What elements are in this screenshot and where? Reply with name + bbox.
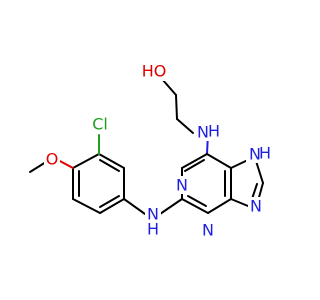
bond-c2-nh-bottom — [159, 198, 183, 215]
bond-c5-c6 — [206, 153, 232, 169]
bond-ome-ch3 — [29, 161, 47, 173]
bond-c8-n9-double — [251, 183, 258, 200]
amine-bottom-h-label: H — [147, 220, 159, 239]
bond-ar5-ar6-double — [99, 159, 120, 172]
bond-ar4-ome — [57, 159, 74, 169]
bond-ar1-ar2 — [99, 198, 125, 214]
chloro-label: Cl — [92, 115, 108, 134]
imidazole-nh-label: N — [249, 145, 261, 164]
imidazole-nh-h-label: H — [259, 144, 271, 163]
bond-ar5-ar6 — [98, 153, 125, 169]
bond-c6-n1 — [181, 153, 208, 169]
methoxy-o-label: O — [46, 150, 59, 169]
chemical-structure-diagram: HO N H N N N H N N H Cl O — [29, 61, 271, 240]
bond-c6-n1-double — [184, 159, 205, 172]
amine-top-h-label: H — [208, 122, 220, 141]
bond-ar4-ar5 — [72, 153, 100, 169]
bond-layer — [29, 78, 264, 215]
bond-n3-c4 — [207, 198, 232, 214]
bond-ar1-ar2-double — [99, 195, 120, 208]
bond-nh-c8 — [255, 160, 264, 184]
bond-ho-ch2 — [161, 78, 177, 96]
bond-ch2-ch2 — [175, 94, 178, 120]
bond-c2-n3-double — [187, 195, 207, 207]
hydroxyl-label: HO — [142, 62, 167, 81]
bond-n9-c4 — [230, 198, 249, 207]
bond-ar2-ar3 — [72, 198, 101, 214]
imidazole-n-label: N — [250, 197, 262, 216]
amine-top-label: N — [197, 123, 209, 142]
bond-nh-bottom-ar — [123, 198, 146, 215]
amine-bottom-label: N — [147, 205, 159, 224]
pyrimidine-n-left-label: N — [176, 176, 188, 195]
atom-layer: HO N H N N N H N N H Cl O — [44, 61, 271, 240]
bond-ch2-nh-top — [176, 118, 194, 134]
pyrimidine-n-bottom-label: N — [202, 221, 214, 240]
bond-c2-n3 — [181, 198, 209, 214]
